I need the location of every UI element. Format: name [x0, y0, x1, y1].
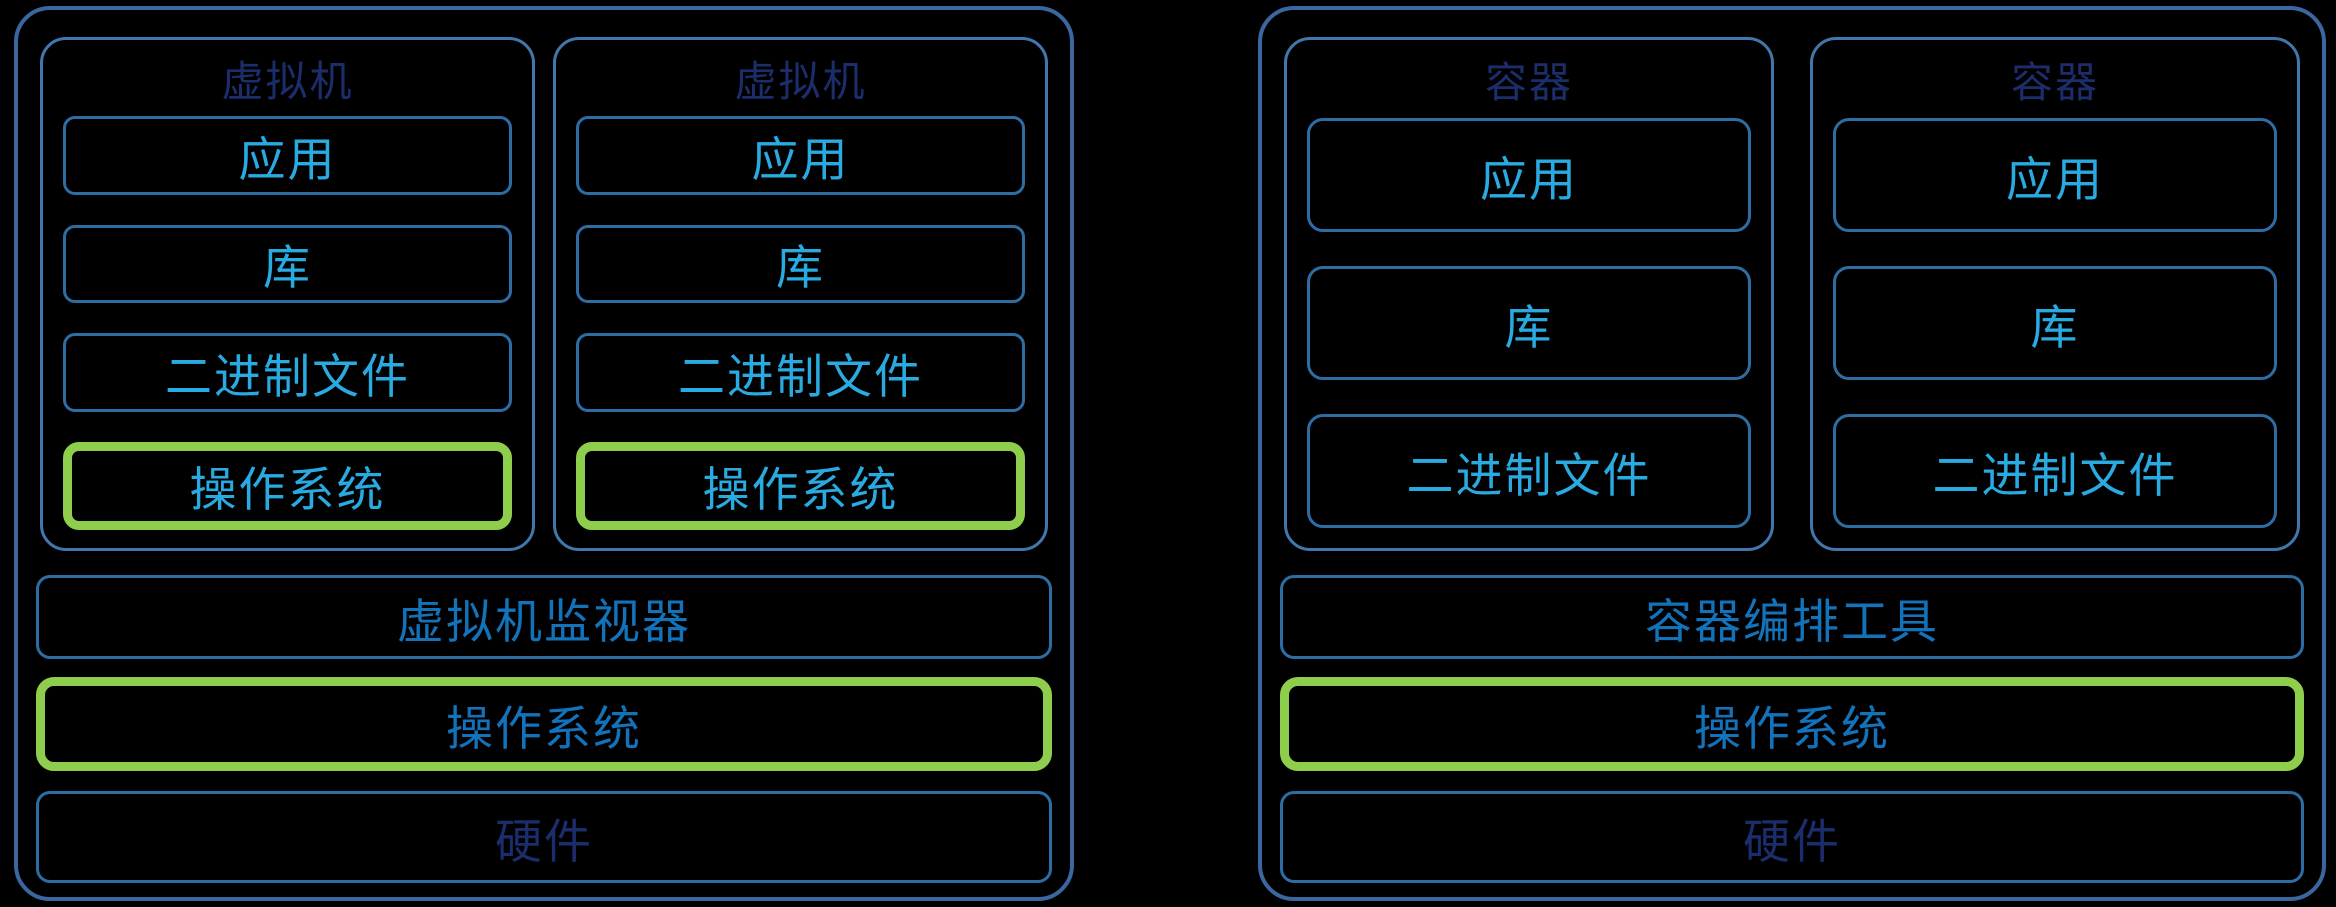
- container-1-layers: 应用 库 二进制文件: [1307, 118, 1751, 528]
- container-2-title: 容器: [2010, 57, 2099, 107]
- vm-1-guest-os-layer: 操作系统: [63, 441, 512, 530]
- vm-box-1: 虚拟机 应用 库 二进制文件 操作系统: [40, 37, 535, 551]
- vm-1-app-layer: 应用: [63, 116, 512, 195]
- vm-2-guest-os-layer: 操作系统: [576, 441, 1025, 530]
- vm-1-title: 虚拟机: [221, 56, 354, 106]
- vm-1-libs-layer: 库: [63, 224, 512, 304]
- container-machines-row: 容器 应用 库 二进制文件 容器 应用 库 二进制文件: [1284, 37, 2300, 551]
- container-box-2: 容器 应用 库 二进制文件: [1810, 37, 2300, 551]
- container-2-layers: 应用 库 二进制文件: [1833, 118, 2277, 528]
- vm-host-os-layer: 操作系统: [36, 677, 1052, 771]
- container-2-libs-layer: 库: [1833, 266, 2277, 380]
- container-2-binaries-layer: 二进制文件: [1833, 414, 2277, 528]
- vm-box-2: 虚拟机 应用 库 二进制文件 操作系统: [553, 37, 1048, 551]
- vm-host-panel: 虚拟机 应用 库 二进制文件 操作系统 虚拟机 应用 库 二进制文件 操作系统 …: [14, 6, 1074, 901]
- container-box-1: 容器 应用 库 二进制文件: [1284, 37, 1774, 551]
- orchestrator-layer: 容器编排工具: [1280, 575, 2304, 659]
- container-1-libs-layer: 库: [1307, 266, 1751, 380]
- vm-2-title: 虚拟机: [734, 56, 867, 106]
- vm-2-libs-layer: 库: [576, 224, 1025, 304]
- vm-machines-row: 虚拟机 应用 库 二进制文件 操作系统 虚拟机 应用 库 二进制文件 操作系统: [40, 37, 1048, 551]
- container-hardware-layer: 硬件: [1280, 791, 2304, 883]
- container-1-app-layer: 应用: [1307, 118, 1751, 232]
- container-1-binaries-layer: 二进制文件: [1307, 414, 1751, 528]
- vm-1-binaries-layer: 二进制文件: [63, 333, 512, 412]
- vm-hardware-layer: 硬件: [36, 791, 1052, 883]
- container-host-os-layer: 操作系统: [1280, 677, 2304, 771]
- container-1-title: 容器: [1484, 57, 1573, 107]
- container-host-panel: 容器 应用 库 二进制文件 容器 应用 库 二进制文件 容器编排工具 操作系统 …: [1258, 6, 2326, 901]
- hypervisor-layer: 虚拟机监视器: [36, 575, 1052, 659]
- vm-2-binaries-layer: 二进制文件: [576, 333, 1025, 412]
- vm-2-app-layer: 应用: [576, 116, 1025, 195]
- container-2-app-layer: 应用: [1833, 118, 2277, 232]
